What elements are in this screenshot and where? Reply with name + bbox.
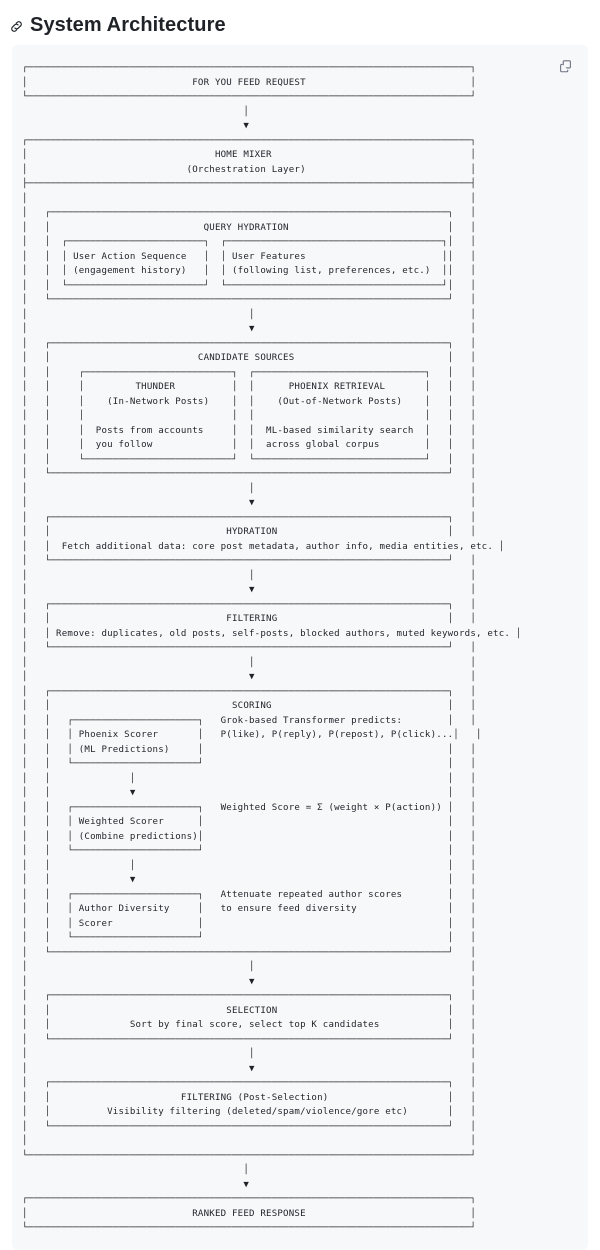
link-anchor-icon[interactable] [8, 19, 24, 35]
page-title: System Architecture [30, 13, 226, 36]
copy-icon-button[interactable] [552, 53, 578, 79]
page-heading: System Architecture [0, 0, 600, 40]
ascii-architecture-diagram: ┌───────────────────────────────────────… [22, 63, 522, 1233]
code-block: ┌───────────────────────────────────────… [12, 45, 588, 1250]
